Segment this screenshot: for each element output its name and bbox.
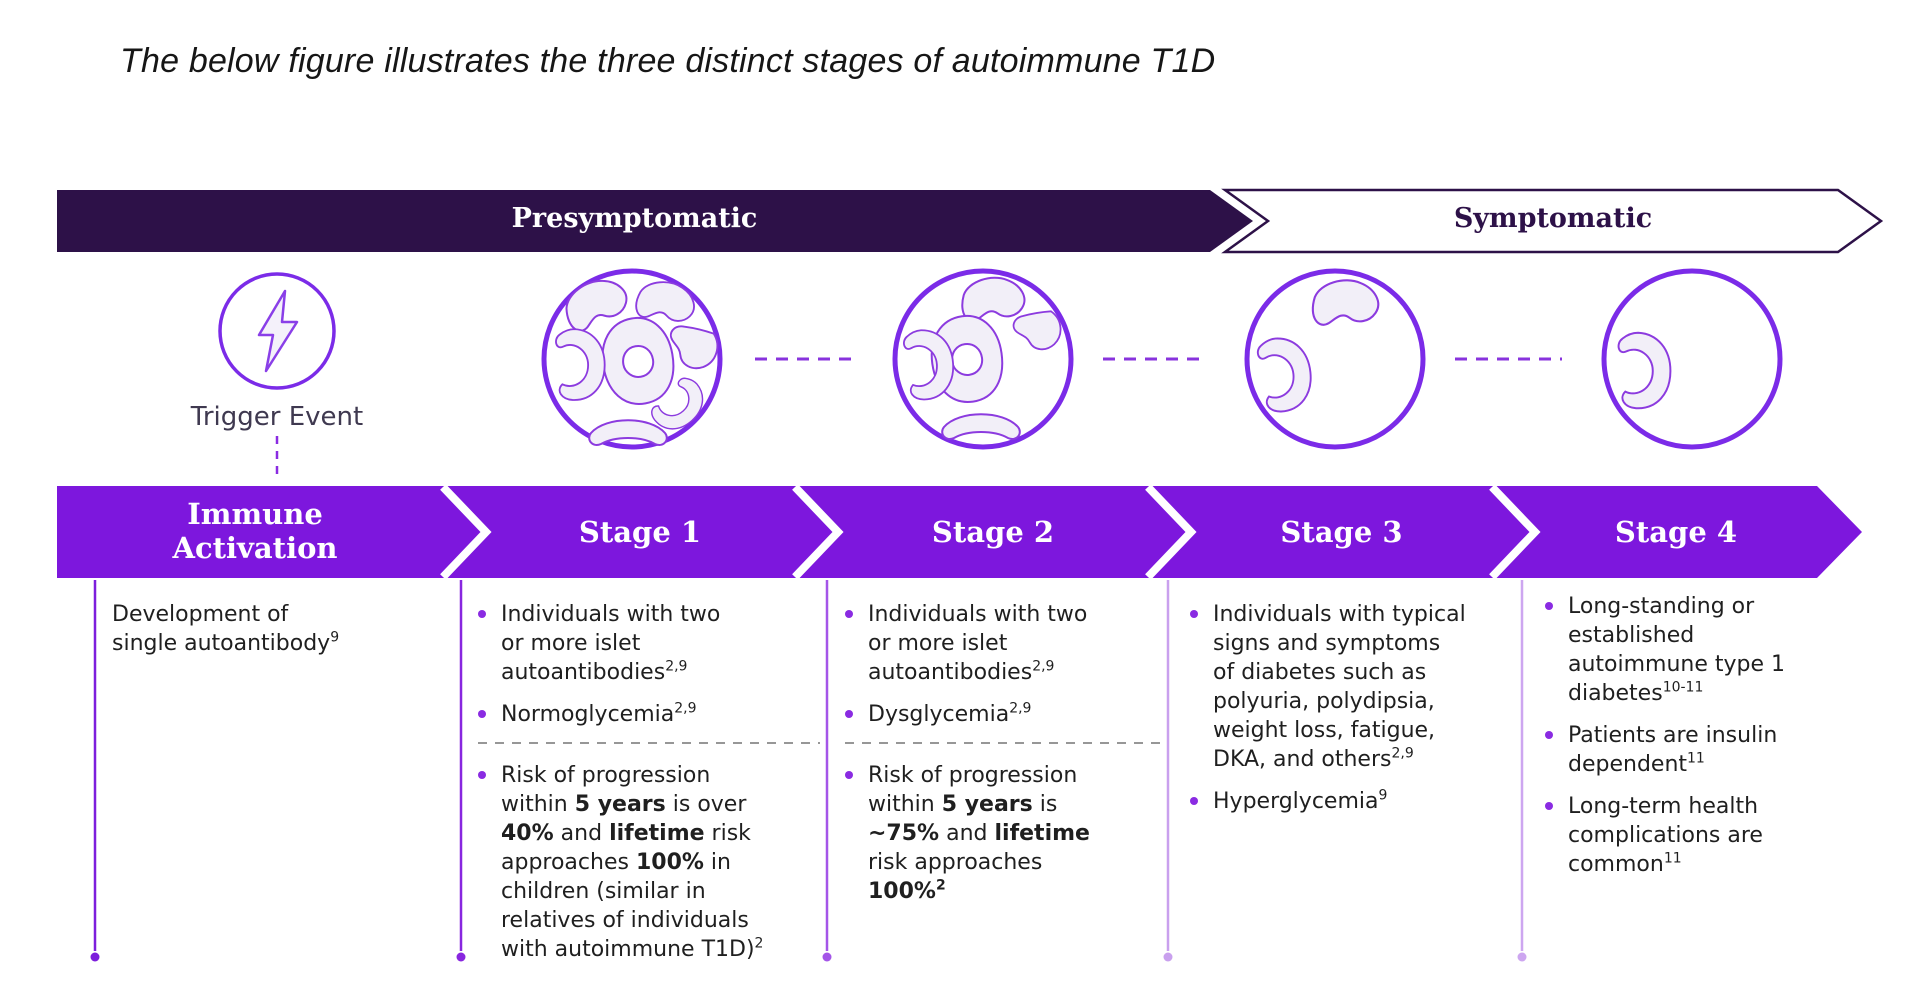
islet-one-cell-icon <box>1601 268 1783 450</box>
list-item: Normoglycemia2,9 <box>478 700 823 729</box>
band-label-stage-2: Stage 2 <box>931 515 1055 549</box>
bullet-icon <box>1190 797 1198 805</box>
bullet-icon <box>478 710 486 718</box>
islet-many-cells-icon <box>541 268 723 450</box>
islet-two-cells-icon <box>1244 268 1426 450</box>
bullet-icon <box>845 771 853 779</box>
bullet-icon <box>478 610 486 618</box>
bullet-icon <box>1545 731 1553 739</box>
bullet-icon <box>1545 602 1553 610</box>
lightning-bolt-icon <box>218 272 336 390</box>
band-label-stage-1: Stage 1 <box>578 515 702 549</box>
list-item: Dysglycemia2,9 <box>845 700 1163 729</box>
presymptomatic-label: Presymptomatic <box>511 203 758 234</box>
bullet-icon <box>845 610 853 618</box>
dashed-divider <box>845 742 1160 744</box>
stage-band-arrow <box>57 486 1862 578</box>
list-item-text: Hyperglycemia9 <box>1213 787 1388 814</box>
islet-fewer-cells-icon <box>892 268 1074 450</box>
list-item-text: Dysglycemia2,9 <box>868 700 1032 727</box>
band-label-immune-activation: Immune Activation <box>172 497 338 565</box>
stage-band-chevrons <box>440 484 1541 580</box>
band-label-stage-4: Stage 4 <box>1614 515 1738 549</box>
symptomatic-label: Symptomatic <box>1453 203 1653 234</box>
trigger-event-label: Trigger Event <box>190 402 364 432</box>
band-label-stage-3: Stage 3 <box>1280 515 1403 549</box>
bullet-icon <box>1545 802 1553 810</box>
list-item: Hyperglycemia9 <box>1190 787 1515 816</box>
bullet-icon <box>1190 610 1198 618</box>
bullet-icon <box>845 710 853 718</box>
presymptomatic-arrow <box>57 190 1253 252</box>
list-item-text: Normoglycemia2,9 <box>501 700 697 727</box>
column-separator-lines <box>90 580 1527 962</box>
dashed-divider <box>478 742 820 744</box>
page-title: The below figure illustrates the three d… <box>120 42 1216 80</box>
bullet-icon <box>478 771 486 779</box>
symptomatic-arrow <box>1221 188 1884 254</box>
